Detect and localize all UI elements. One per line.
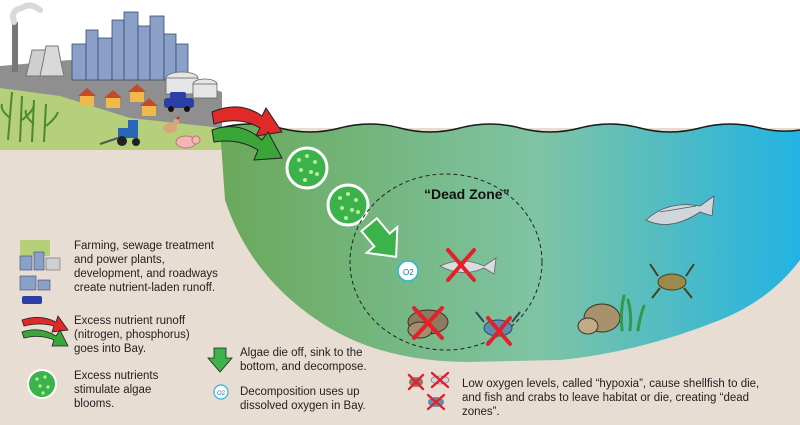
- x-mark-icon: [446, 248, 476, 282]
- o2-label: O2: [403, 268, 414, 277]
- oxygen-bubble-icon: O2: [397, 260, 419, 282]
- storage-tanks-icon: [165, 71, 218, 99]
- legend-algae-blooms-text: Excess nutrients stimulate algae blooms.: [74, 370, 159, 410]
- legend-o2-label: O2: [217, 391, 226, 397]
- runoff-arrows-icon: [211, 106, 283, 161]
- dead-zone-label: “Dead Zone”: [424, 186, 510, 202]
- sinking-algae-arrow-icon: [360, 216, 399, 258]
- legend-hypoxia-icon: [407, 371, 450, 411]
- legend-nutrient-runoff-text: Excess nutrient runoff (nitrogen, phosph…: [74, 315, 190, 355]
- chicken-icon: [163, 116, 180, 133]
- corn-crops-icon: [0, 91, 59, 143]
- tractor-icon: [99, 120, 140, 146]
- factory-icon: [10, 2, 65, 77]
- car-icon: [164, 92, 194, 112]
- pig-icon: [175, 135, 201, 149]
- legend-hypoxia-text: Low oxygen levels, called “hypoxia”, cau…: [462, 378, 760, 418]
- healthy-fish-icon: [645, 195, 715, 225]
- water-surface-waves: [219, 123, 800, 133]
- farm-field: [0, 88, 222, 150]
- legend-algae-die-text: Algae die off, sink to the bottom, and d…: [240, 347, 367, 373]
- dead-zone-boundary: [349, 173, 543, 351]
- algae-dots: [297, 154, 360, 220]
- legend-sinking-arrow-icon: [207, 347, 233, 373]
- houses-icon: [78, 84, 158, 116]
- city-buildings-icon: [71, 11, 189, 81]
- seagrass-icon: [619, 294, 646, 332]
- healthy-crab-icon: [649, 263, 695, 299]
- legend-oxygen-icon: O2: [213, 384, 229, 400]
- legend-algae-icon: [27, 369, 57, 399]
- legend-runoff-sources-text: Farming, sewage treatment and power plan…: [74, 240, 218, 294]
- bay-water: [220, 124, 800, 362]
- x-mark-icon: [412, 306, 444, 340]
- legend-runoff-sources-icon: [19, 240, 61, 304]
- algae-bloom-icon: [285, 146, 370, 227]
- x-mark-icon: [486, 316, 512, 346]
- legend-decomposition-text: Decomposition uses up dissolved oxygen i…: [240, 386, 366, 412]
- legend-runoff-arrows-icon: [21, 315, 69, 347]
